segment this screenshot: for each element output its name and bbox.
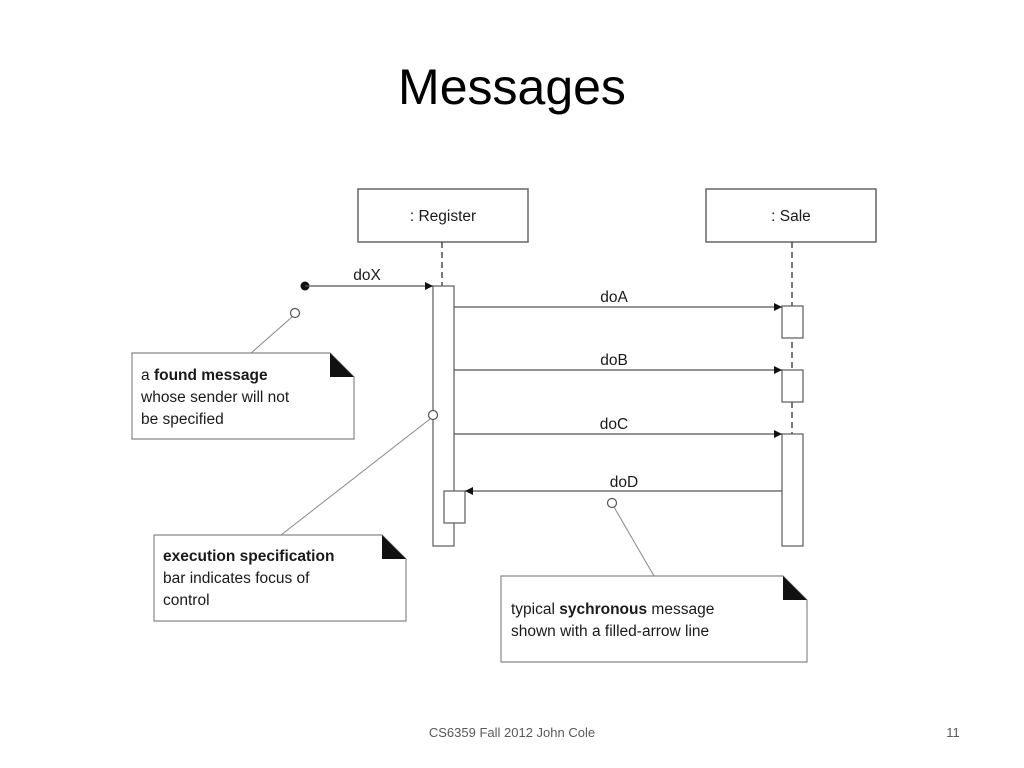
- note-found-message-line-3: be specified: [141, 411, 224, 428]
- slide-title: Messages: [398, 59, 626, 115]
- note-synchronous-message-box: [500, 575, 808, 663]
- message-doX: doX: [300, 267, 433, 291]
- found-note-connector: [249, 316, 293, 355]
- found-note-anchor-circle: [289, 307, 301, 319]
- sync-note-connector: [613, 506, 655, 577]
- note-connectors: [249, 307, 655, 577]
- message-doX-label: doX: [353, 267, 381, 284]
- note-execution-specification-box: [153, 534, 407, 622]
- note-execution-specification-line-2: bar indicates focus of: [163, 570, 310, 587]
- execution-note-anchor-circle: [427, 409, 439, 421]
- message-doC: doC: [454, 416, 782, 438]
- note-found-message-corner: [330, 353, 354, 377]
- note-synchronous-message-line-1: typical sychronous message: [511, 601, 714, 618]
- note-execution-specification-corner: [382, 535, 406, 559]
- message-doD: doD: [465, 474, 782, 495]
- register-nested-execution-bar: [443, 490, 466, 524]
- message-doC-label: doC: [600, 416, 628, 433]
- note-synchronous-message: typical sychronous message shown with a …: [500, 575, 808, 663]
- note-found-message-line-2: whose sender will not: [140, 389, 290, 406]
- lifeline-register-label: : Register: [410, 208, 476, 225]
- sale-execution-bar-doC: [781, 433, 804, 547]
- note-synchronous-message-line-2: shown with a filled-arrow line: [511, 623, 709, 640]
- lifeline-sale-box: [705, 188, 877, 243]
- message-doB: doB: [454, 352, 782, 374]
- page-number: 11: [946, 725, 960, 740]
- sale-execution-bar-doB: [781, 369, 804, 403]
- note-found-message: a found message whose sender will not be…: [131, 352, 355, 440]
- message-doA-label: doA: [600, 289, 628, 306]
- message-doB-label: doB: [600, 352, 628, 369]
- note-execution-specification: execution specification bar indicates fo…: [153, 534, 407, 622]
- execution-note-connector: [280, 418, 431, 536]
- message-doA: doA: [454, 289, 782, 311]
- note-execution-specification-line-3: control: [163, 592, 210, 609]
- note-found-message-box: [131, 352, 355, 440]
- lifeline-sale: : Sale: [705, 188, 877, 547]
- footer-text: CS6359 Fall 2012 John Cole: [428, 725, 596, 740]
- note-found-message-line-1: a found message: [141, 367, 268, 384]
- lifeline-sale-label: : Sale: [771, 208, 811, 225]
- lifeline-register: : Register: [357, 188, 529, 547]
- message-doD-label: doD: [610, 474, 638, 491]
- note-execution-specification-line-1: execution specification: [163, 548, 334, 565]
- note-synchronous-message-corner: [783, 576, 807, 600]
- sync-note-anchor-circle: [606, 497, 618, 509]
- lifeline-register-box: [357, 188, 529, 243]
- sale-execution-bar-doA: [781, 305, 804, 339]
